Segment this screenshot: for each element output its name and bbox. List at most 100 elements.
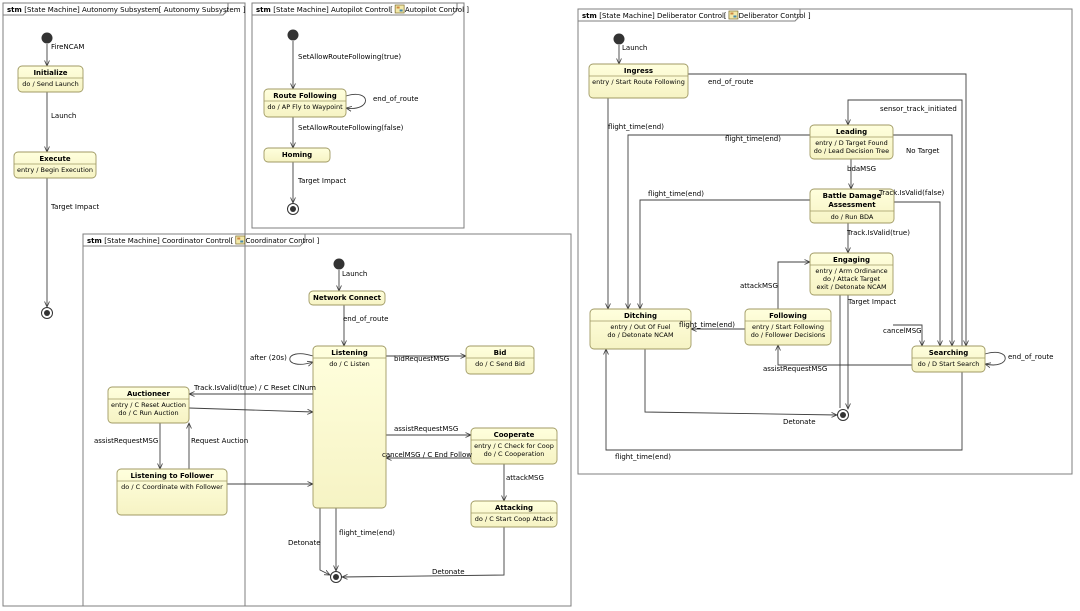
transition-label: SetAllowRouteFollowing(false) [298, 124, 404, 132]
state-name: Ditching [624, 312, 657, 320]
frame-0: stm [State Machine] Autonomy Subsystem[ … [2, 2, 246, 607]
transition-label: assistRequestMSG [94, 437, 158, 445]
state-name: Searching [929, 349, 969, 357]
final-state [330, 571, 342, 583]
state-behavior: entry / C Reset Auction [111, 401, 186, 409]
transition-edge [688, 73, 966, 346]
frame-title: stm [State Machine] Deliberator Control[… [582, 12, 811, 20]
frame-title: stm [State Machine] Autonomy Subsystem[ … [7, 6, 246, 14]
transition-label: cancelMSG / C End Follow [382, 451, 472, 459]
transition-label: Detonate [783, 418, 816, 426]
state-name: Route Following [273, 92, 337, 100]
transition-label: flight_time(end) [648, 190, 704, 198]
state-behavior: do / C Listen [329, 360, 370, 368]
frame-title-text2: Autopilot Control ] [405, 6, 469, 14]
state-behavior: do / AP Fly to Waypoint [267, 103, 343, 111]
final-state [837, 409, 849, 421]
transition-label: end_of_route [1008, 353, 1053, 361]
transition-edge [985, 351, 1006, 365]
frame-3: stm [State Machine] Deliberator Control[… [577, 8, 1073, 475]
state-name: Following [769, 312, 807, 320]
state-network-connect[interactable]: Network Connect [308, 290, 386, 306]
state-behavior: entry / C Check for Coop [474, 442, 554, 450]
state-behavior: do / C Run Auction [118, 409, 178, 417]
transition-label: attackMSG [506, 474, 544, 482]
state-behavior: do / C Start Coop Attack [475, 515, 554, 523]
state-behavior: entry / Out Of Fuel [610, 323, 670, 331]
transition-label: end_of_route [708, 78, 753, 86]
state-behavior: entry / Arm Ordinance [815, 267, 887, 275]
state-behavior: do / Lead Decision Tree [814, 147, 889, 155]
state-name: Initialize [33, 69, 67, 77]
diagram-icon [235, 235, 246, 245]
transition-label: Target Impact [297, 177, 346, 185]
state-name: Attacking [495, 504, 533, 512]
transition-label: SetAllowRouteFollowing(true) [298, 53, 401, 61]
transition-edge [346, 93, 366, 108]
transition-label: sensor_track_initiated [880, 105, 957, 113]
transition-label: flight_time(end) [679, 321, 735, 329]
transition-edge [644, 349, 837, 415]
frame-title: stm [State Machine] Coordinator Control[… [87, 237, 319, 245]
state-route-following[interactable]: Route Following do / AP Fly to Waypoint [263, 88, 347, 118]
transition-label: Request Auction [191, 437, 248, 445]
transition-label: flight_time(end) [339, 529, 395, 537]
transition-label: Launch [342, 270, 367, 278]
transition-label: flight_time(end) [608, 123, 664, 131]
transition-edge [628, 134, 810, 309]
frame-1: stm [State Machine] Autopilot Control[Au… [251, 2, 469, 229]
state-name: Cooperate [494, 431, 535, 439]
transition-label: bidRequestMSG [394, 355, 449, 363]
state-name: Homing [282, 151, 312, 159]
state-listening[interactable]: Listening do / C Listen [312, 345, 387, 509]
transition-label: Launch [51, 112, 76, 120]
final-state [41, 307, 53, 319]
state-initialize[interactable]: Initialize do / Send Launch [17, 65, 84, 93]
transition-edge [188, 407, 313, 412]
state-behavior: do / Attack Target [823, 275, 881, 283]
state-name: Listening [331, 349, 368, 357]
state-ingress[interactable]: Ingress entry / Start Route Following [588, 63, 689, 99]
initial-state [41, 32, 53, 44]
transition-edge [777, 262, 810, 309]
transition-label: Detonate [432, 568, 465, 576]
frame-keyword: stm [256, 6, 273, 14]
transition-label: Track.IsValid(true) [846, 229, 910, 237]
transition-label: assistRequestMSG [763, 365, 827, 373]
frame-title-text2: Deliberator Control ] [739, 12, 811, 20]
state-name: Listening to Follower [130, 472, 214, 480]
state-behavior: entry / Start Route Following [592, 78, 685, 86]
state-attacking[interactable]: Attacking do / C Start Coop Attack [470, 500, 558, 528]
transition-edge [289, 353, 313, 365]
transition-edge [778, 345, 912, 366]
state-homing[interactable]: Homing [263, 147, 331, 163]
transition-edge [342, 527, 505, 577]
state-name: Ingress [624, 67, 653, 75]
transition-label: Launch [622, 44, 647, 52]
transition-label: assistRequestMSG [394, 425, 458, 433]
transition-label: bdaMSG [847, 165, 876, 173]
initial-state [333, 258, 345, 270]
transition-label: attackMSG [740, 282, 778, 290]
frame-title-text: [State Machine] Autonomy Subsystem[ Auto… [24, 6, 246, 14]
state-execute[interactable]: Execute entry / Begin Execution [13, 151, 97, 179]
state-behavior: do / Send Launch [22, 80, 78, 88]
initial-state [287, 29, 299, 41]
state-behavior: entry / D Target Found [815, 139, 888, 147]
state-name: Execute [39, 155, 71, 163]
transition-edge [848, 99, 963, 346]
frame-title-text: [State Machine] Deliberator Control[ [599, 12, 727, 20]
state-behavior: entry / Begin Execution [17, 166, 93, 174]
state-behavior: do / C Send Bid [475, 360, 525, 368]
